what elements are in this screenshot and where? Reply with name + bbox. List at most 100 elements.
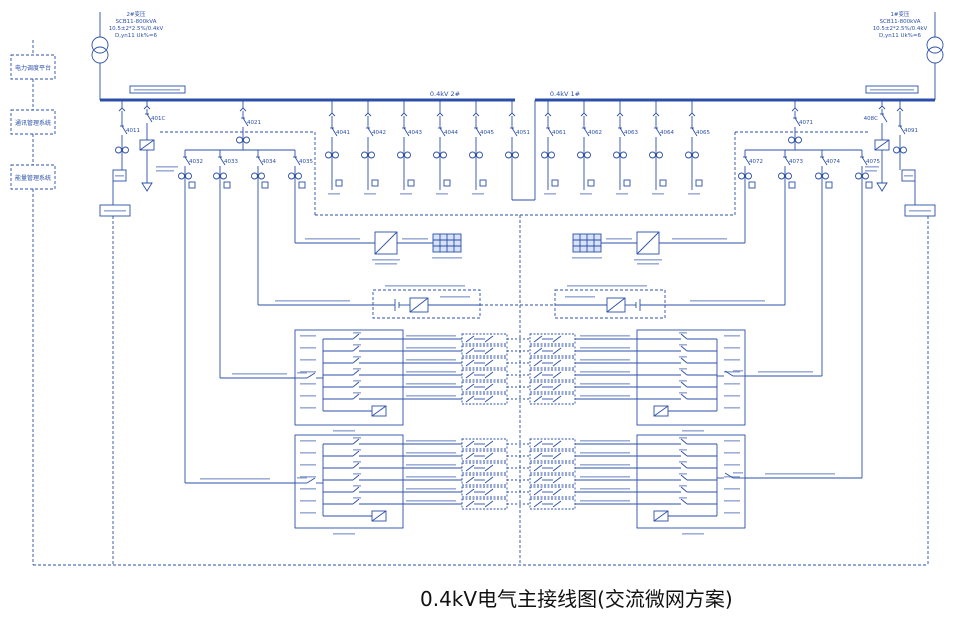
current-transformer-icon bbox=[685, 151, 692, 159]
feeder-4062-label: 4062 bbox=[588, 130, 602, 136]
interconnect-switch bbox=[552, 395, 562, 403]
small-text-mark bbox=[580, 383, 630, 385]
small-text-mark bbox=[372, 259, 400, 261]
small-text-mark bbox=[679, 332, 687, 334]
feeder-4072-breaker bbox=[744, 156, 751, 166]
interconnect-switch bbox=[484, 359, 494, 367]
current-transformer-icon bbox=[738, 172, 745, 180]
pcs-right-diagonal bbox=[606, 297, 626, 313]
drawout-chevron-icon bbox=[364, 112, 372, 117]
current-transformer-icon bbox=[745, 172, 752, 180]
interconnect-block-right bbox=[529, 450, 576, 462]
transformer-left-spec: 10.5±2*2.5%/0.4kV bbox=[109, 26, 164, 32]
current-transformer-icon bbox=[778, 172, 785, 180]
small-text-mark bbox=[724, 500, 740, 502]
small-text-mark bbox=[580, 347, 630, 349]
small-text-mark bbox=[724, 488, 740, 490]
feeder-4042-breaker bbox=[367, 127, 374, 137]
interconnect-block-right bbox=[529, 462, 576, 474]
small-text-mark bbox=[406, 464, 456, 466]
control-box-right bbox=[904, 204, 936, 217]
transformer-right-spec: 10.5±2*2.5%/0.4kV bbox=[873, 26, 928, 32]
small-text-mark bbox=[652, 193, 664, 195]
small-text-mark bbox=[580, 395, 630, 397]
system-box-communication-label: 通讯管理系统 bbox=[15, 119, 51, 127]
small-text-mark bbox=[300, 383, 316, 385]
small-text-mark bbox=[275, 300, 350, 302]
small-text-mark bbox=[406, 335, 456, 337]
small-text-mark bbox=[682, 533, 704, 535]
incomer-left-meter-box bbox=[112, 169, 127, 182]
transformer-left-spec: D,yn11 Uk%=6 bbox=[115, 33, 158, 39]
interconnect-switch bbox=[484, 383, 494, 391]
current-transformer-icon bbox=[251, 172, 258, 180]
small-text-mark bbox=[406, 359, 456, 361]
current-transformer-icon bbox=[788, 136, 795, 144]
small-text-mark bbox=[440, 296, 470, 298]
small-text-mark bbox=[297, 372, 307, 374]
pv-inverter-right-diagonal bbox=[636, 231, 660, 255]
drawout-chevron-icon bbox=[791, 107, 799, 112]
small-text-mark bbox=[865, 166, 879, 168]
pv-inverter-left-diagonal bbox=[374, 231, 398, 255]
current-transformer-icon bbox=[433, 151, 440, 159]
feeder-4044-breaker bbox=[439, 127, 446, 137]
drawout-chevron-icon bbox=[580, 112, 588, 117]
small-text-mark bbox=[364, 193, 376, 195]
current-transformer-icon bbox=[115, 146, 122, 154]
interconnect-block-right bbox=[529, 369, 576, 381]
interconnect-switch bbox=[465, 371, 475, 379]
cabinet-row-breaker bbox=[352, 450, 360, 457]
interconnect-block-right bbox=[529, 357, 576, 369]
small-text-mark bbox=[580, 476, 630, 478]
small-text-mark bbox=[353, 368, 361, 370]
small-text-mark bbox=[616, 193, 628, 195]
compensation-right-diagonal bbox=[874, 139, 890, 151]
feeder-4035-meter-box bbox=[298, 181, 306, 189]
feeder-4033-meter-box bbox=[223, 181, 231, 189]
current-transformer-icon bbox=[656, 151, 663, 159]
surge-protector-diagonal bbox=[371, 510, 387, 522]
current-transformer-icon bbox=[900, 146, 907, 154]
feeder-4043-meter-box bbox=[407, 179, 415, 187]
current-transformer-icon bbox=[548, 151, 555, 159]
compensation-left-diagonal bbox=[139, 139, 155, 151]
interconnect-switch bbox=[552, 476, 562, 484]
small-text-mark bbox=[679, 380, 687, 382]
incomer-left-aux-breaker bbox=[146, 113, 153, 123]
feeder-4074-label: 4074 bbox=[826, 159, 840, 165]
pv-inverter-right-box bbox=[636, 231, 660, 255]
current-transformer-icon bbox=[236, 136, 243, 144]
small-text-mark bbox=[679, 437, 687, 439]
interconnect-switch bbox=[484, 347, 494, 355]
transformer-right-spec: SCB11-800kVA bbox=[880, 19, 921, 25]
interconnect-switch bbox=[533, 452, 543, 460]
small-text-mark bbox=[724, 476, 740, 478]
interconnect-switch bbox=[465, 452, 475, 460]
feeder-4043-breaker bbox=[403, 127, 410, 137]
small-text-mark bbox=[724, 464, 740, 466]
small-text-mark bbox=[679, 392, 687, 394]
current-transformer-icon bbox=[893, 146, 900, 154]
feeder-group-left-main-breaker bbox=[242, 117, 249, 127]
storage-right-frame bbox=[554, 289, 666, 319]
feeder-4073-meter-box bbox=[788, 181, 796, 189]
transformer-right-spec: D,yn11 Uk%=6 bbox=[879, 33, 922, 39]
small-text-mark bbox=[305, 238, 360, 240]
interconnect-switch bbox=[465, 359, 475, 367]
small-text-mark bbox=[115, 175, 124, 177]
current-transformer-icon bbox=[325, 151, 332, 159]
cabinet-row-breaker bbox=[352, 357, 360, 364]
incomer-left-main-label: 4011 bbox=[126, 128, 140, 134]
small-text-mark bbox=[432, 257, 462, 259]
current-transformer-icon bbox=[185, 172, 192, 180]
surge-protector-icon bbox=[653, 510, 669, 522]
bus-2-monitor-box bbox=[129, 85, 186, 94]
cabinet-row-breaker bbox=[680, 474, 688, 481]
interconnect-switch bbox=[533, 347, 543, 355]
small-text-mark bbox=[333, 533, 355, 535]
small-text-mark bbox=[406, 347, 456, 349]
feeder-4075-label: 4075 bbox=[866, 159, 880, 165]
small-text-mark bbox=[297, 477, 307, 479]
current-transformer-icon bbox=[288, 172, 295, 180]
